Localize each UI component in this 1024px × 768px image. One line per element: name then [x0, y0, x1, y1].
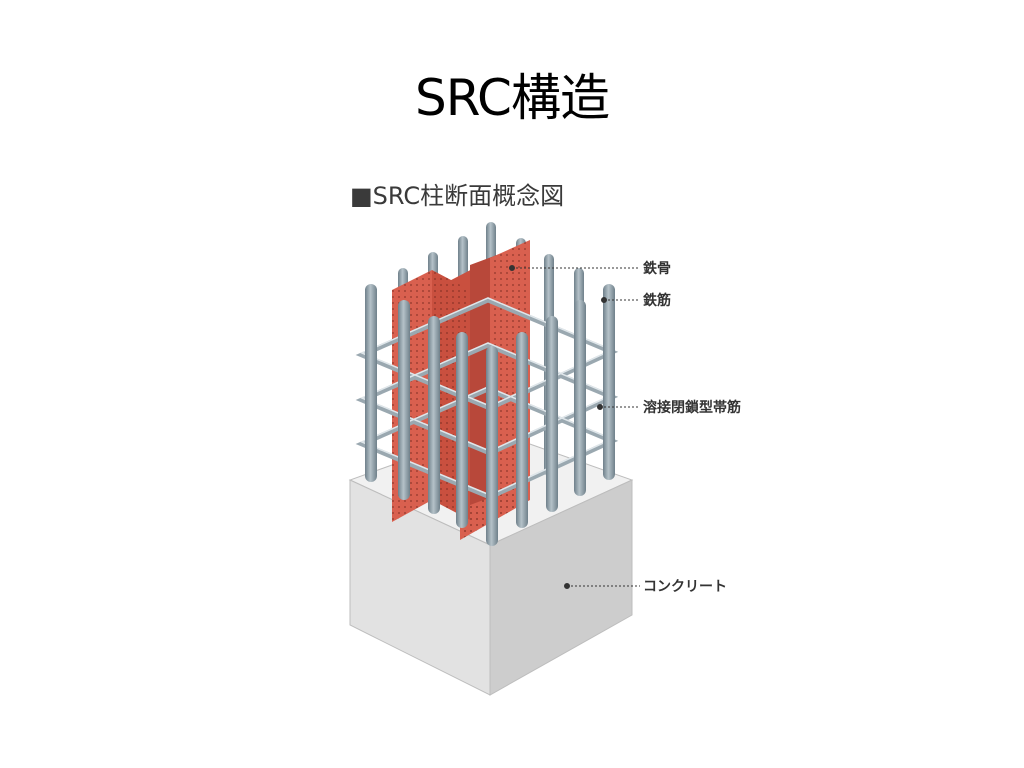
concrete-right-face	[489, 479, 633, 696]
callout-lines	[509, 265, 640, 589]
rebar	[603, 284, 615, 480]
rebar	[574, 300, 586, 496]
rebar	[486, 346, 498, 546]
label-steel-frame: 鉄骨	[643, 260, 671, 277]
rebar	[456, 332, 468, 528]
rebar	[516, 332, 528, 528]
figure-caption: ■SRC柱断面概念図	[350, 176, 564, 211]
figure-caption-text: ■SRC柱断面概念図	[350, 182, 565, 210]
label-rebar: 鉄筋	[643, 292, 671, 309]
rebar	[546, 316, 558, 512]
rebar	[398, 300, 410, 500]
slide-title: SRC構造	[415, 69, 610, 127]
label-hoop: 溶接閉鎖型帯筋	[643, 399, 741, 416]
rebar-group-front	[365, 284, 615, 546]
rebar	[365, 284, 377, 482]
label-concrete: コンクリート	[643, 579, 727, 595]
rebar	[428, 316, 440, 514]
